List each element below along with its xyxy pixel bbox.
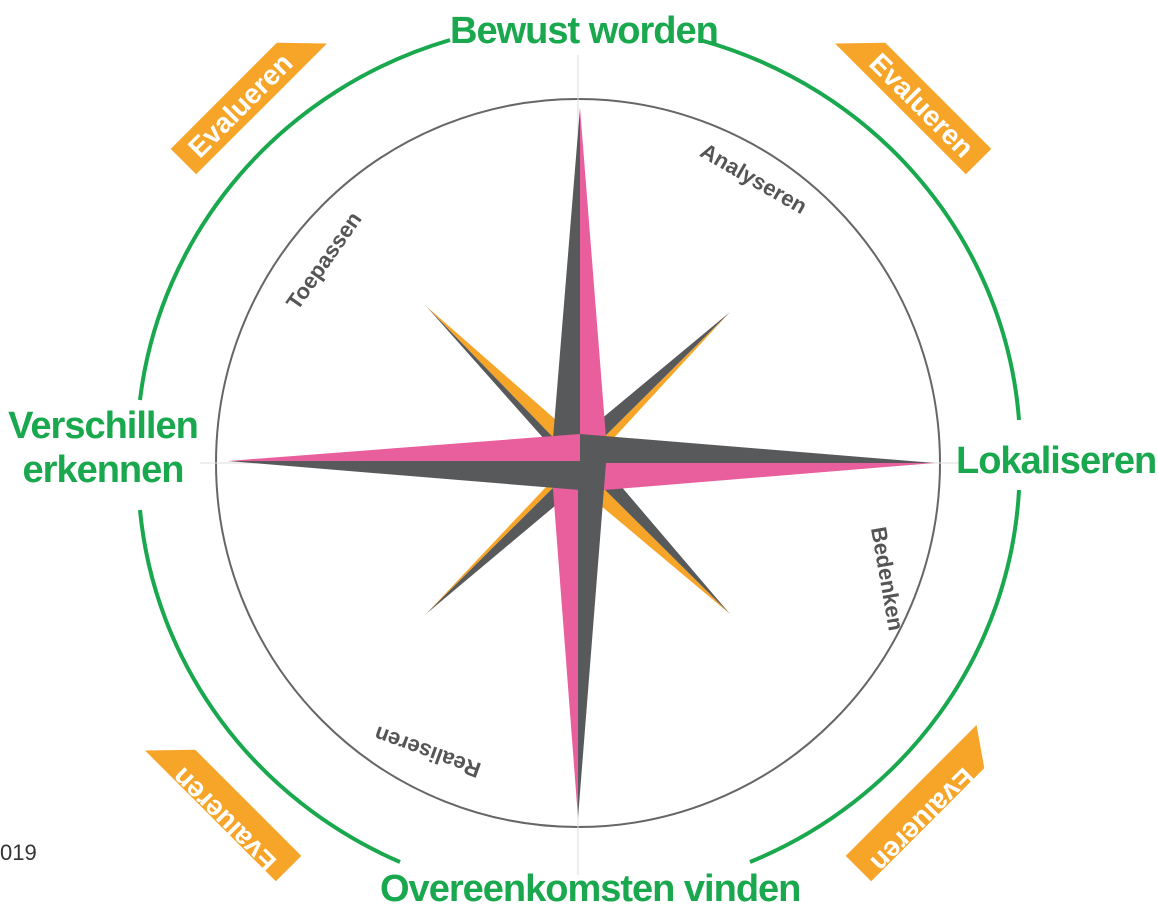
- label-west: Verschillen erkennen: [8, 404, 199, 492]
- point-e-gray: [580, 434, 935, 463]
- evaluate-label-ne: Evalueren: [863, 47, 980, 164]
- main-points: [228, 108, 935, 818]
- point-w-pink: [228, 434, 580, 461]
- point-n-gray: [551, 108, 580, 463]
- outer-arc-sw: [138, 509, 401, 864]
- evaluate-arrow-sw: Evalueren: [145, 749, 302, 882]
- label-north: Bewust worden: [450, 10, 719, 52]
- point-nw-gray: [426, 306, 578, 463]
- label-south: Overeenkomsten vinden: [380, 868, 801, 910]
- phase-label-se: Bedenken: [866, 525, 909, 633]
- point-se-gray: [578, 463, 730, 614]
- outer-arc-nw: [138, 38, 451, 401]
- outer-arc-se: [749, 489, 1021, 864]
- point-s-pink: [551, 463, 578, 818]
- point-sw-gray: [426, 463, 578, 614]
- evaluate-arrow-se: Evalueren: [845, 725, 985, 882]
- label-east: Lokaliseren: [956, 440, 1157, 482]
- point-n-pink: [580, 108, 608, 463]
- point-s-gray: [578, 463, 606, 818]
- phase-label-nw: Toepassen: [281, 207, 366, 314]
- evaluate-arrow-ne: Evalueren: [835, 42, 992, 175]
- diagonal-points: [426, 306, 730, 614]
- point-w-gray: [228, 461, 580, 490]
- evaluate-arrow-nw: Evalueren: [170, 42, 327, 175]
- evaluate-label-nw: Evalueren: [182, 47, 299, 164]
- label-west-line2: erkennen: [22, 449, 185, 491]
- point-e-pink: [580, 463, 935, 492]
- outer-arc-ne: [699, 38, 1021, 421]
- footer-fragment: 019: [0, 840, 37, 865]
- point-ne-gray: [578, 312, 730, 463]
- phase-label-ne: Analyseren: [696, 138, 811, 219]
- outer-ring: [138, 38, 1021, 864]
- label-west-line1: Verschillen: [8, 405, 199, 447]
